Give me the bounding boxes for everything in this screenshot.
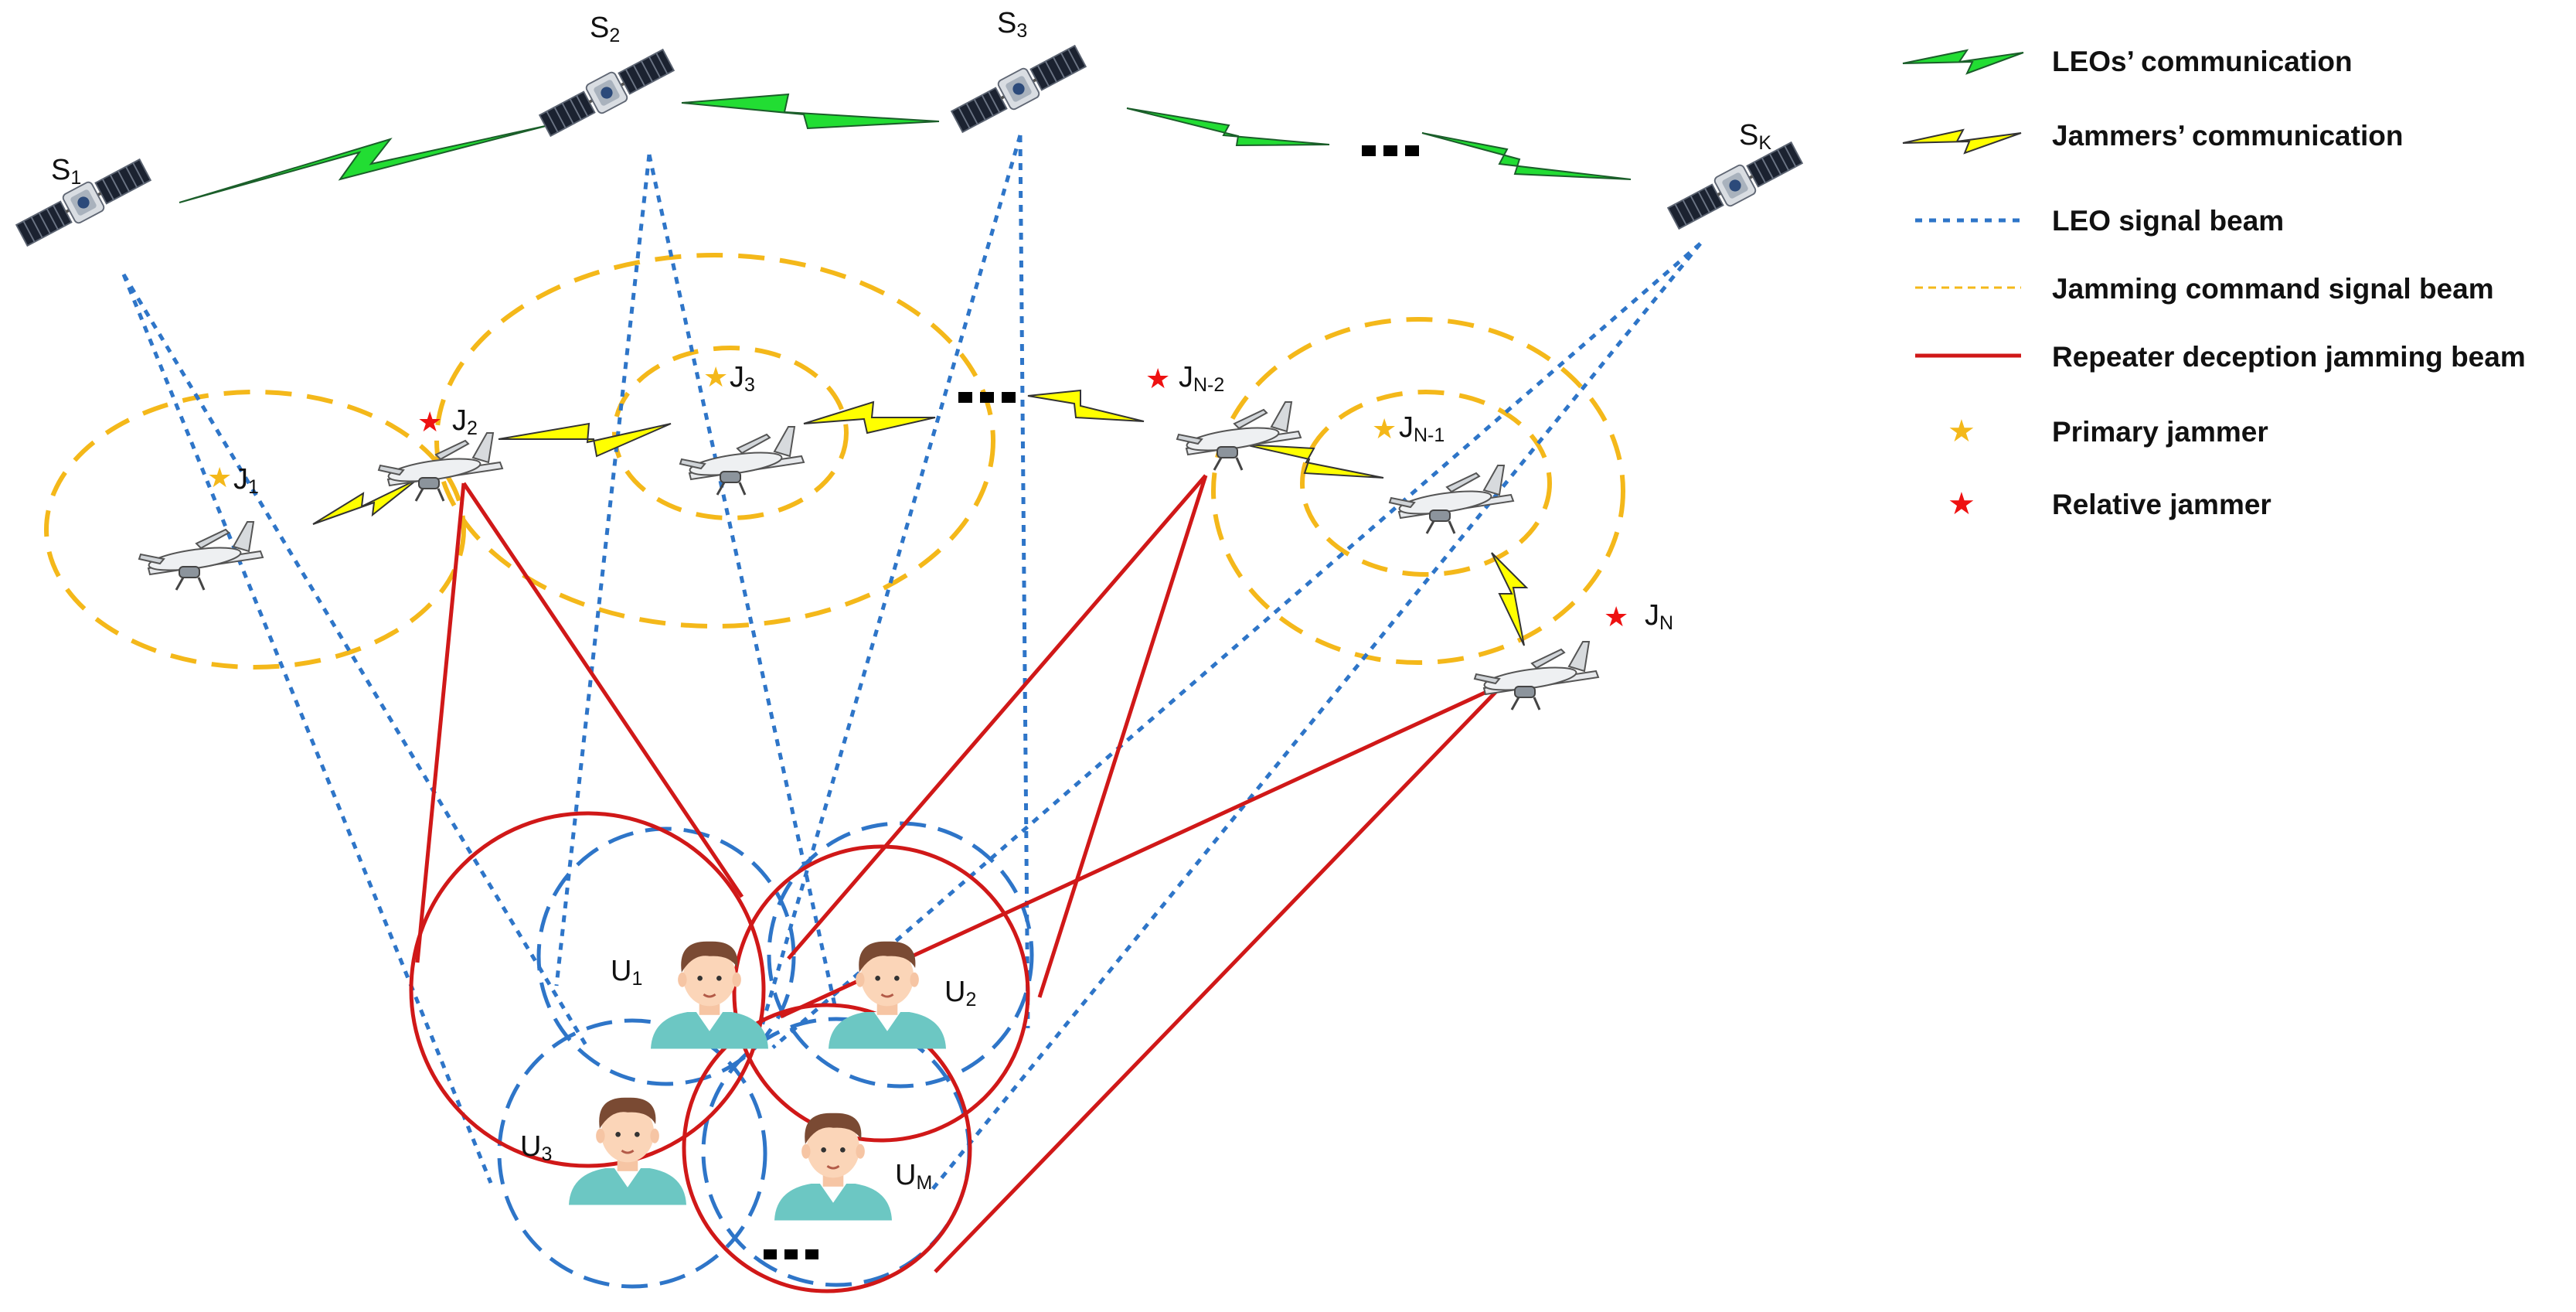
uav-icon bbox=[1388, 464, 1515, 535]
relative-star-icon: ★ bbox=[1604, 601, 1628, 632]
leo-comm-bolt bbox=[681, 93, 940, 130]
ellipsis-icon bbox=[958, 392, 1016, 403]
legend-item-repeater-beam: Repeater deception jamming beam bbox=[1915, 341, 2526, 373]
repeater-beam bbox=[415, 482, 466, 963]
jammer-label: JN-2 bbox=[1179, 361, 1224, 396]
coverage-u1 bbox=[536, 826, 796, 1086]
coverage-u3 bbox=[497, 1018, 767, 1289]
primary-star-icon: ★ bbox=[1948, 414, 1975, 448]
relative-star-icon: ★ bbox=[1145, 363, 1170, 394]
jammer-comm-bolt bbox=[312, 479, 418, 525]
user-labels: U1 U2 U3 UM bbox=[520, 955, 976, 1194]
legend-item-primary: ★ Primary jammer bbox=[1948, 414, 2268, 448]
user-label: U3 bbox=[520, 1130, 552, 1165]
satellite-icon bbox=[1664, 137, 1806, 234]
ellipsis-icon bbox=[1362, 145, 1419, 156]
leo-comm-bolt bbox=[1126, 107, 1330, 147]
legend-label: LEOs’ communication bbox=[2052, 46, 2353, 77]
jammer-comm-bolt bbox=[1491, 552, 1529, 646]
leo-beam bbox=[121, 273, 590, 1049]
repeater-spot-um bbox=[682, 1003, 972, 1293]
command-beam-j3-outer bbox=[434, 253, 995, 629]
legend-label: LEO signal beam bbox=[2052, 205, 2284, 237]
jammer-label: J1 bbox=[233, 463, 259, 498]
jammer-labels: ★ J1 ★ J2 ★ J3 ★ JN-2 ★ JN-1 ★ JN bbox=[207, 361, 1673, 634]
repeater-beam bbox=[934, 683, 1505, 1273]
repeater-beams bbox=[409, 474, 1505, 1293]
satellite-labels: S1 S2 S3 SK bbox=[51, 7, 1771, 189]
jammer-links bbox=[312, 389, 1529, 646]
yellow-bolt-icon bbox=[1902, 128, 2022, 155]
jammer-label: J2 bbox=[452, 404, 478, 439]
jammer-comm-bolt bbox=[803, 400, 936, 434]
jammer-comm-bolt bbox=[498, 422, 672, 458]
repeater-beam bbox=[461, 482, 744, 898]
leo-beam bbox=[1018, 135, 1030, 1029]
command-beam-j1 bbox=[44, 390, 466, 670]
command-beam-jn1-inner bbox=[1300, 390, 1552, 577]
leo-beam bbox=[759, 135, 1023, 1029]
legend-label: Jammers’ communication bbox=[2052, 120, 2403, 152]
jammer-label: JN bbox=[1645, 599, 1673, 634]
legend-label: Jamming command signal beam bbox=[2052, 273, 2494, 305]
jammer-label: JN-1 bbox=[1399, 411, 1445, 446]
satellites bbox=[12, 40, 1806, 251]
command-beam-jn1-outer bbox=[1211, 317, 1625, 665]
legend-item-leo-beam: LEO signal beam bbox=[1915, 205, 2284, 237]
legend-item-command-beam: Jamming command signal beam bbox=[1915, 273, 2494, 305]
satellite-label: S3 bbox=[997, 7, 1027, 42]
primary-star-icon: ★ bbox=[1372, 413, 1397, 445]
leo-beam bbox=[121, 274, 493, 1184]
coverage-u2 bbox=[767, 821, 1034, 1089]
legend-item-relative: ★ Relative jammer bbox=[1948, 487, 2271, 521]
relative-star-icon: ★ bbox=[417, 406, 442, 438]
repeater-spot-u1 bbox=[409, 811, 766, 1168]
user-avatar-icon bbox=[649, 940, 770, 1050]
legend-label: Repeater deception jamming beam bbox=[2052, 341, 2526, 373]
leo-comm-bolt bbox=[179, 124, 550, 203]
leo-comm-bolt bbox=[1421, 132, 1632, 180]
jammer-comm-bolt bbox=[1027, 389, 1145, 422]
uav-icon bbox=[679, 425, 805, 496]
leo-beam bbox=[554, 154, 652, 987]
satellite-icon bbox=[12, 154, 155, 251]
command-beam-j3-inner bbox=[612, 346, 849, 520]
command-beams bbox=[44, 253, 1625, 670]
satellite-icon bbox=[948, 40, 1090, 138]
jammer-comm-bolt bbox=[1244, 444, 1384, 479]
leo-links bbox=[179, 93, 1632, 203]
legend-label: Relative jammer bbox=[2052, 489, 2271, 520]
user-avatar-icon bbox=[827, 940, 948, 1050]
user-label: U2 bbox=[944, 976, 976, 1010]
legend: LEOs’ communication Jammers’ communicati… bbox=[1902, 46, 2526, 521]
ellipsis-group bbox=[764, 145, 1419, 1259]
satellite-icon bbox=[536, 44, 678, 141]
leo-beam bbox=[930, 242, 1702, 1192]
repeater-beam bbox=[787, 474, 1207, 960]
leo-beam bbox=[771, 242, 1702, 1049]
user-label: U1 bbox=[611, 955, 642, 990]
primary-star-icon: ★ bbox=[703, 361, 728, 393]
ellipsis-icon bbox=[764, 1249, 818, 1259]
repeater-spot-u2 bbox=[732, 844, 1030, 1143]
legend-label: Primary jammer bbox=[2052, 416, 2268, 448]
satellite-label: S2 bbox=[590, 12, 620, 46]
user-avatar-icon bbox=[773, 1112, 893, 1222]
user-label: UM bbox=[895, 1159, 932, 1194]
jammer-label: J3 bbox=[730, 361, 755, 396]
user-avatar-icon bbox=[567, 1096, 688, 1206]
green-bolt-icon bbox=[1902, 49, 2024, 75]
uav-icon bbox=[138, 520, 264, 591]
legend-item-jammer-comm: Jammers’ communication bbox=[1902, 120, 2403, 155]
legend-item-leo-comm: LEOs’ communication bbox=[1902, 46, 2353, 77]
primary-star-icon: ★ bbox=[207, 462, 232, 493]
repeater-beam bbox=[1037, 475, 1208, 998]
relative-star-icon: ★ bbox=[1948, 487, 1975, 521]
satellite-label: SK bbox=[1739, 119, 1771, 154]
satellite-label: S1 bbox=[51, 154, 81, 189]
